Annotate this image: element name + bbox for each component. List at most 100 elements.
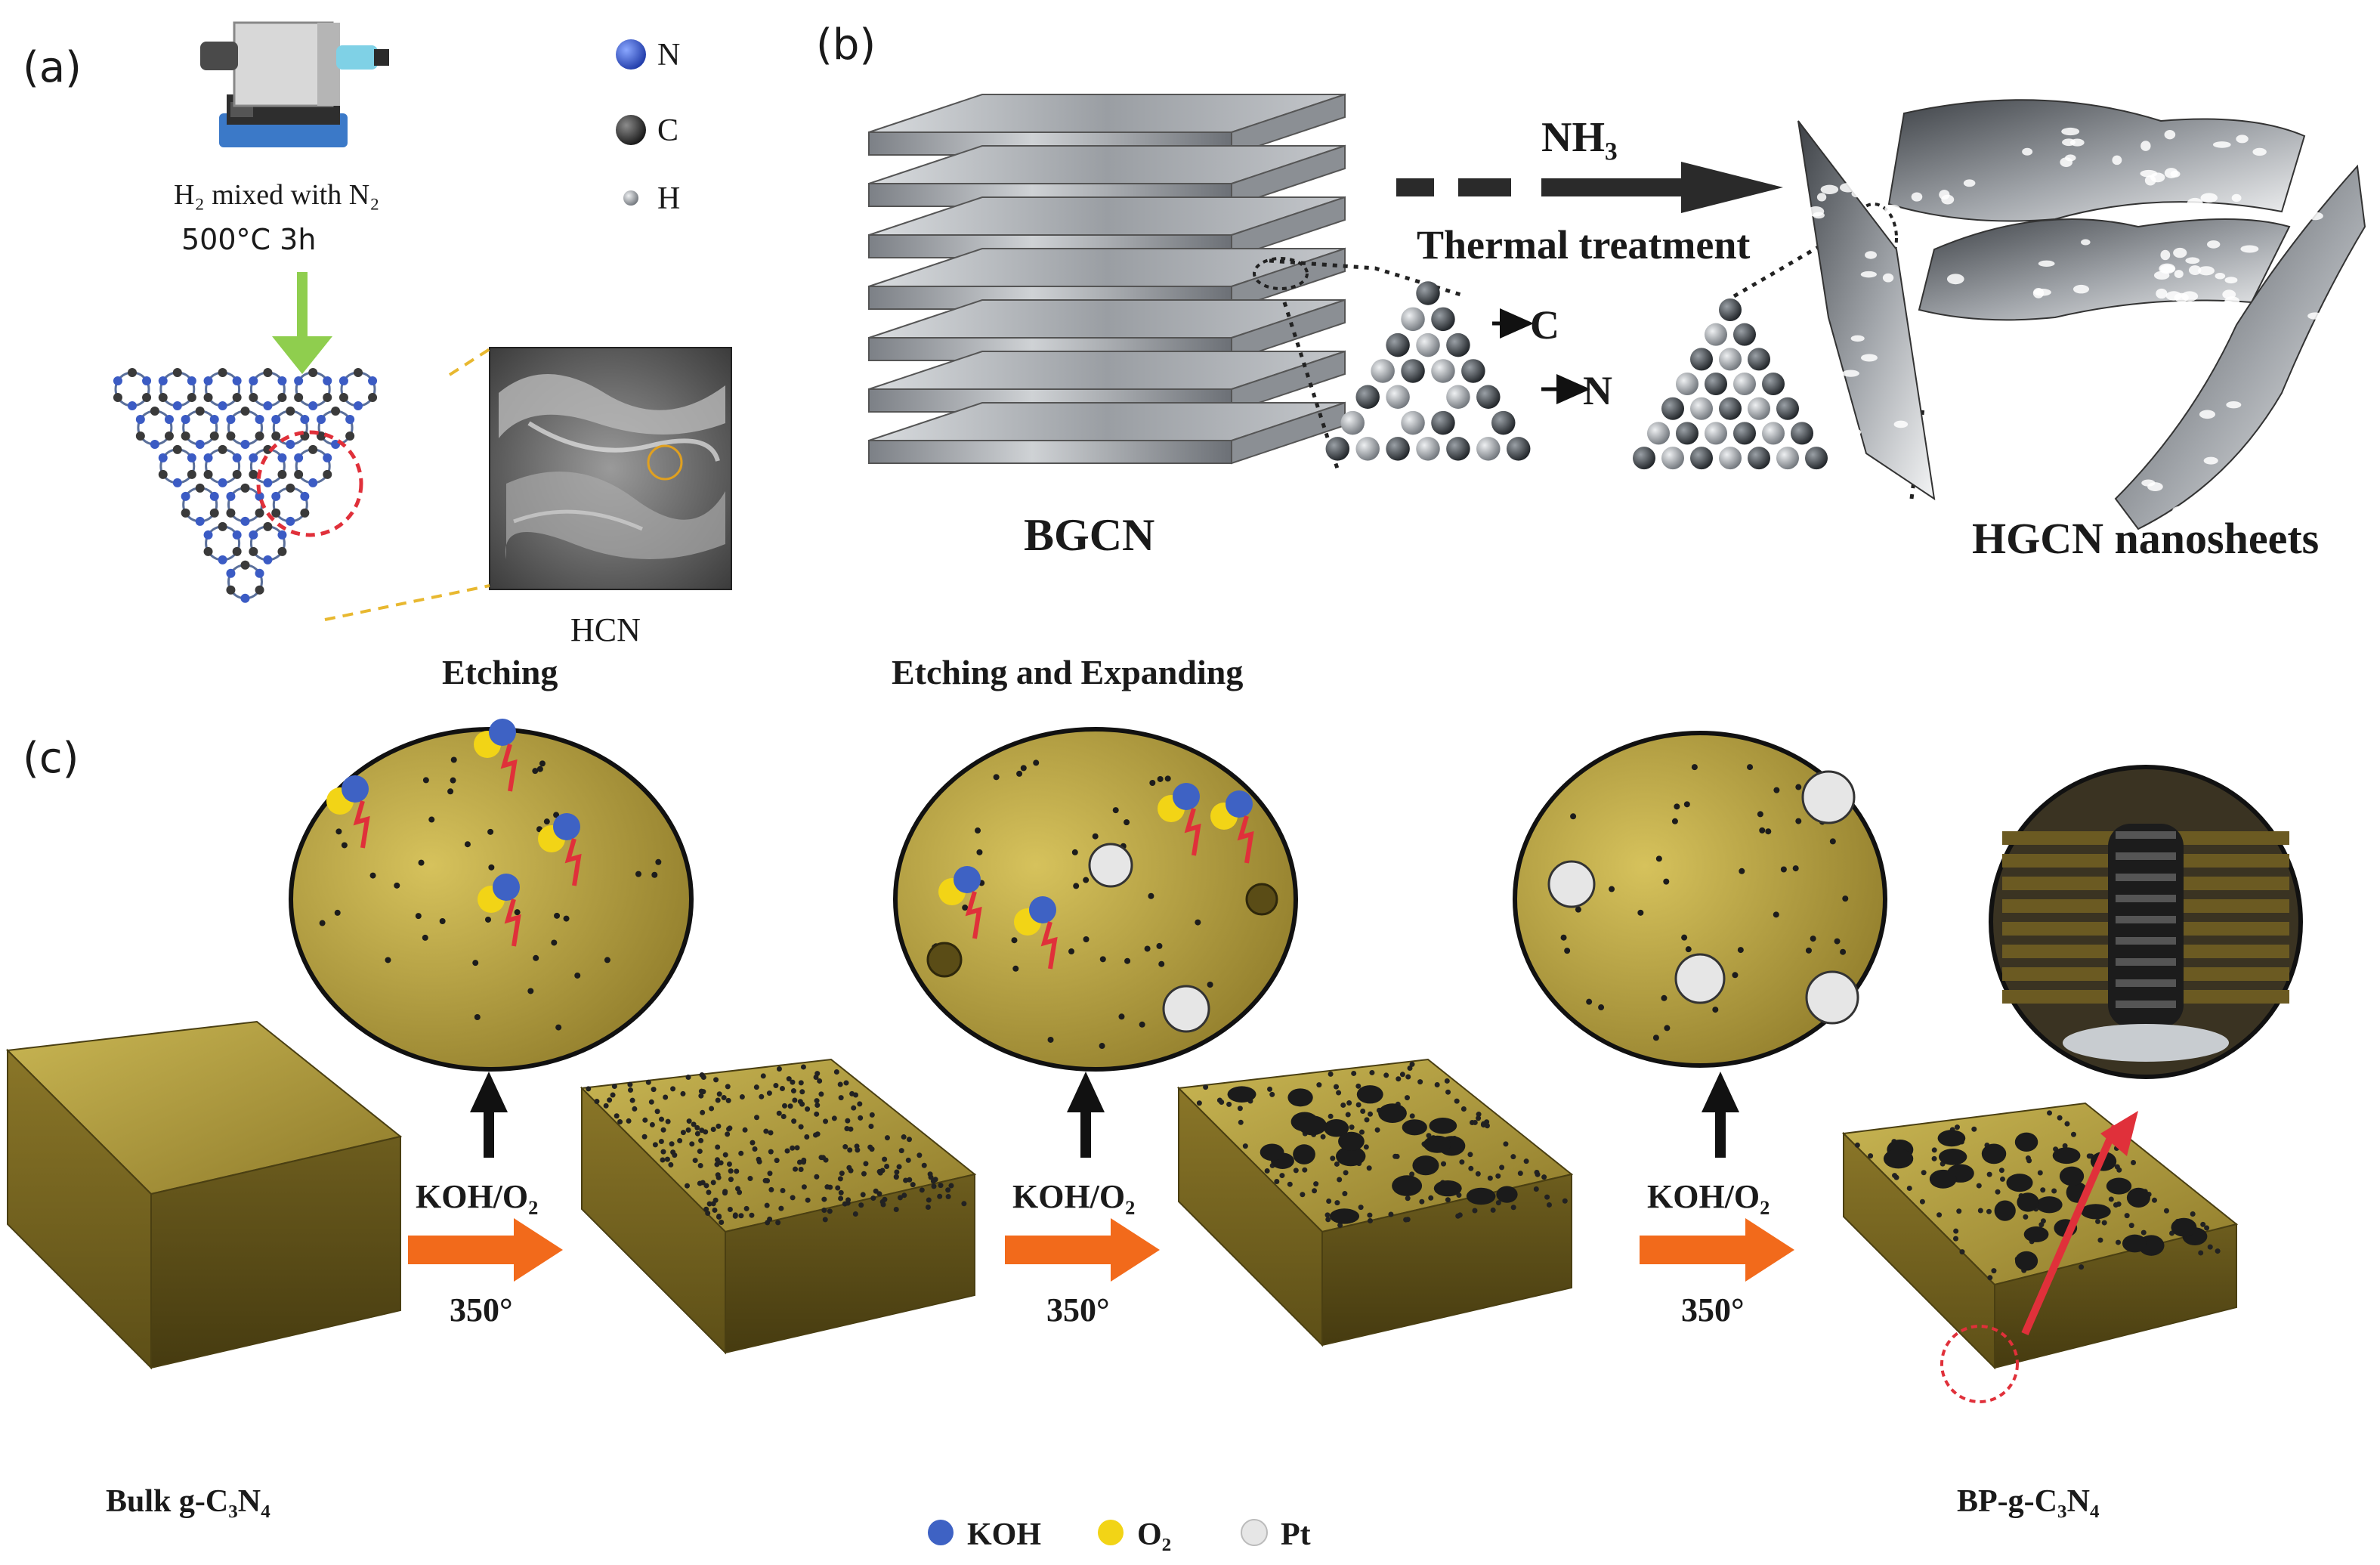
atom xyxy=(209,414,219,424)
etch-bolt xyxy=(500,744,518,792)
atom xyxy=(317,431,326,441)
surface-pore xyxy=(1991,1268,1997,1274)
bubble-pore xyxy=(1661,994,1668,1001)
bubble-pore xyxy=(1157,775,1164,782)
surface-pore xyxy=(766,1090,772,1096)
surface-pore xyxy=(651,1087,657,1093)
sheet-pore xyxy=(2187,197,2203,209)
surface-pore xyxy=(611,1084,617,1090)
zoom-bubbles xyxy=(289,719,2303,1079)
surface-pore xyxy=(893,1174,899,1180)
surface-pore xyxy=(713,1077,719,1083)
surface-pore xyxy=(861,1171,867,1177)
surface-pore xyxy=(796,1159,802,1165)
surface-pore xyxy=(1399,1072,1405,1078)
sheet-pore xyxy=(2069,138,2085,147)
surface-pore xyxy=(930,1178,936,1184)
etching-title: Etching xyxy=(442,653,558,691)
bubble-pore xyxy=(1164,775,1171,782)
surface-pore xyxy=(626,1118,632,1124)
koh-o2-label: KOH/O₂ xyxy=(1012,1178,1135,1215)
bubble-pore xyxy=(555,1024,562,1031)
atom-ball xyxy=(1791,422,1813,445)
atom xyxy=(345,431,355,441)
bubble-pore xyxy=(1792,865,1799,872)
surface-pore xyxy=(759,1093,765,1100)
bubble-pore xyxy=(487,828,494,835)
bubble-pore xyxy=(1663,878,1670,885)
tube-furnace-icon xyxy=(200,21,389,147)
orange-arrow-shaft xyxy=(1640,1236,1749,1264)
surface-pore xyxy=(1931,1147,1937,1153)
surface-pore xyxy=(1454,1098,1460,1104)
surface-pore xyxy=(2079,1264,2085,1270)
sheet-pore xyxy=(2065,154,2076,162)
atom xyxy=(232,453,242,462)
surface-pore xyxy=(2038,1222,2045,1228)
atom xyxy=(277,393,287,402)
channel-ring xyxy=(2116,979,2176,987)
sheet-pore xyxy=(2172,506,2186,515)
surface-pore xyxy=(822,1217,828,1223)
surface-pore xyxy=(1392,1153,1399,1159)
surface-pore xyxy=(710,1180,716,1186)
surface-pore xyxy=(873,1188,879,1194)
panel-b: (b) BGCN NH₃ Thermal treatment C N HGCN … xyxy=(816,20,2366,563)
up-arrow-shaft xyxy=(484,1105,494,1158)
up-arrow-shaft xyxy=(1715,1105,1726,1158)
pt-hole xyxy=(1805,970,1859,1025)
surface-pore xyxy=(1238,1119,1244,1125)
surface-pore xyxy=(814,1071,821,1077)
atom xyxy=(263,368,273,377)
surface-pore xyxy=(680,1090,686,1096)
bubble-pore xyxy=(447,788,454,795)
sheet-pore xyxy=(2164,130,2176,140)
large-hole xyxy=(1338,1131,1365,1152)
surface-pore xyxy=(1976,1183,1982,1189)
expanded-block xyxy=(1176,1058,1574,1347)
surface-pore xyxy=(649,1121,655,1127)
surface-pore xyxy=(714,1157,720,1163)
surface-pore xyxy=(732,1213,738,1219)
atom-ball xyxy=(1371,359,1395,383)
sheet-pore xyxy=(2252,147,2267,156)
atom xyxy=(218,555,227,564)
red-dashed-circle xyxy=(1940,1325,2019,1403)
bubble-pore xyxy=(533,954,539,961)
atom xyxy=(308,368,318,377)
sheet-pore xyxy=(2081,239,2091,246)
atom xyxy=(240,593,250,603)
bubble-pore xyxy=(536,765,543,772)
surface-pore xyxy=(835,1185,841,1191)
atom-ball xyxy=(1647,422,1670,445)
sheet-pore xyxy=(2134,367,2153,376)
surface-pore xyxy=(1343,1170,1349,1176)
bubble-pore xyxy=(1674,803,1680,810)
sheet-pore xyxy=(2231,193,2242,203)
surface-pore xyxy=(627,1081,633,1087)
atom xyxy=(172,401,182,410)
zoom-line-top xyxy=(448,348,491,376)
large-hole xyxy=(2023,1226,2049,1242)
surface-pore xyxy=(728,1168,734,1174)
atom xyxy=(187,376,196,385)
atom xyxy=(249,376,258,385)
sheet-pore xyxy=(2206,240,2221,249)
surface-pore xyxy=(844,1125,850,1131)
atom xyxy=(135,414,145,424)
surface-pore xyxy=(838,1189,844,1195)
atom xyxy=(203,393,213,402)
surface-pore xyxy=(798,1124,804,1130)
surface-pore xyxy=(2023,1214,2029,1220)
bubble-pore xyxy=(415,913,422,920)
bubble-pore xyxy=(474,1013,481,1020)
surface-pore xyxy=(1534,1170,1540,1176)
sheet-pore xyxy=(1841,410,1853,422)
surface-pore xyxy=(712,1197,719,1203)
sheet-pore xyxy=(2236,135,2249,144)
surface-pore xyxy=(1953,1236,1959,1242)
surface-pore xyxy=(698,1088,704,1094)
etching-expanding-title: Etching and Expanding xyxy=(892,653,1243,691)
atom xyxy=(218,444,227,454)
atom-ball xyxy=(1401,307,1425,332)
